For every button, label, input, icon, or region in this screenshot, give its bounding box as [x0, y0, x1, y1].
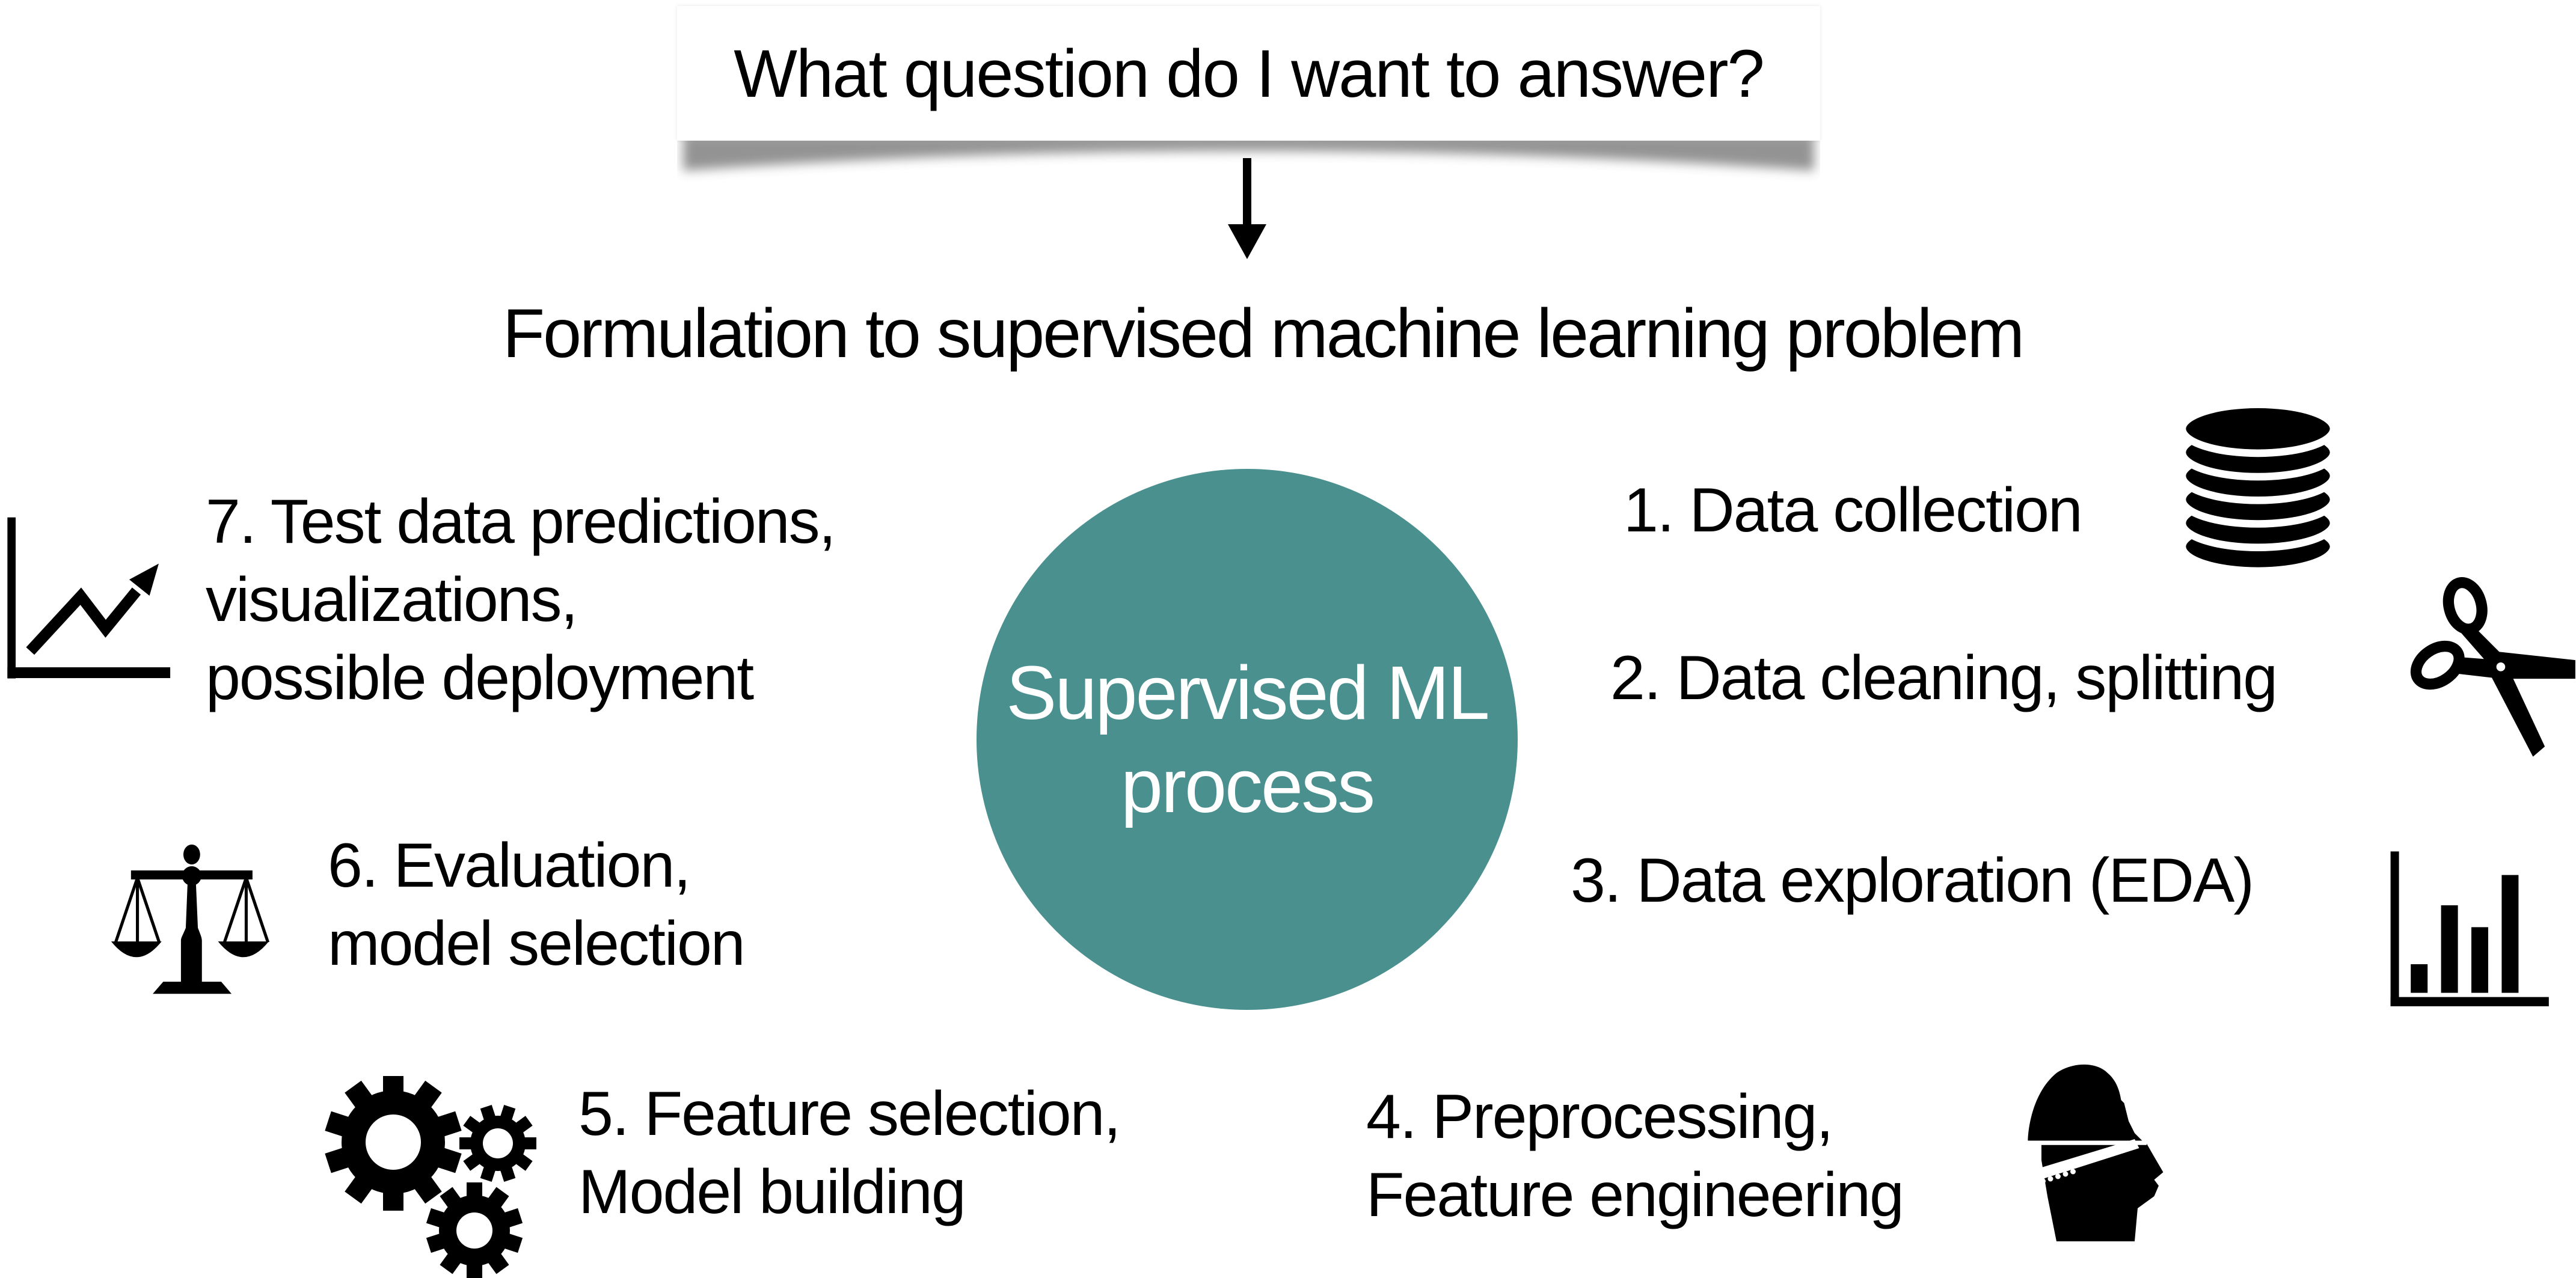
line-chart-icon [3, 514, 177, 685]
step-3-label: 3. Data exploration (EDA) [1571, 846, 2254, 916]
step-6-evaluation: 6. Evaluation, model selection [328, 827, 746, 983]
step-4-preprocessing: 4. Preprocessing, Feature engineering [1366, 1078, 1904, 1234]
question-box-shadow [677, 139, 1820, 206]
circle-line-2: process [1120, 744, 1375, 828]
step-5-label-line-2: Model building [578, 1157, 966, 1227]
down-arrow [1228, 158, 1266, 260]
question-box: What question do I want to answer? [677, 6, 1820, 141]
step-6-label-line-1: 6. Evaluation, [328, 831, 691, 900]
step-5-feature-selection: 5. Feature selection, Model building [578, 1075, 1121, 1231]
step-1-label: 1. Data collection [1624, 475, 2083, 545]
step-7-test-predictions: 7. Test data predictions, visualizations… [206, 483, 836, 717]
question-text: What question do I want to answer? [734, 35, 1765, 111]
formulation-title: Formulation to supervised machine learni… [502, 295, 2025, 372]
step-2-label: 2. Data cleaning, splitting [1610, 643, 2278, 713]
scales-icon [110, 844, 271, 995]
gears-icon [313, 1076, 565, 1278]
engineer-icon [2023, 1061, 2174, 1241]
step-4-label-line-2: Feature engineering [1366, 1160, 1904, 1230]
down-arrow-head [1228, 224, 1266, 259]
down-arrow-shaft [1243, 158, 1251, 225]
step-7-label-line-1: 7. Test data predictions, [206, 487, 836, 557]
scissors-icon [2405, 577, 2576, 763]
step-5-label-line-1: 5. Feature selection, [578, 1079, 1121, 1149]
process-circle: Supervised ML process [977, 469, 1518, 1010]
step-7-label-line-2: visualizations, [206, 565, 578, 635]
database-icon [2174, 402, 2342, 579]
bar-chart-icon [2387, 846, 2556, 1015]
step-4-label-line-1: 4. Preprocessing, [1366, 1082, 1833, 1152]
step-7-label-line-3: possible deployment [206, 643, 754, 713]
step-2-data-cleaning: 2. Data cleaning, splitting [1610, 639, 2278, 717]
step-3-data-exploration: 3. Data exploration (EDA) [1571, 842, 2254, 920]
step-6-label-line-2: model selection [328, 909, 746, 979]
circle-line-1: Supervised ML [1006, 650, 1489, 735]
step-1-data-collection: 1. Data collection [1624, 471, 2083, 549]
